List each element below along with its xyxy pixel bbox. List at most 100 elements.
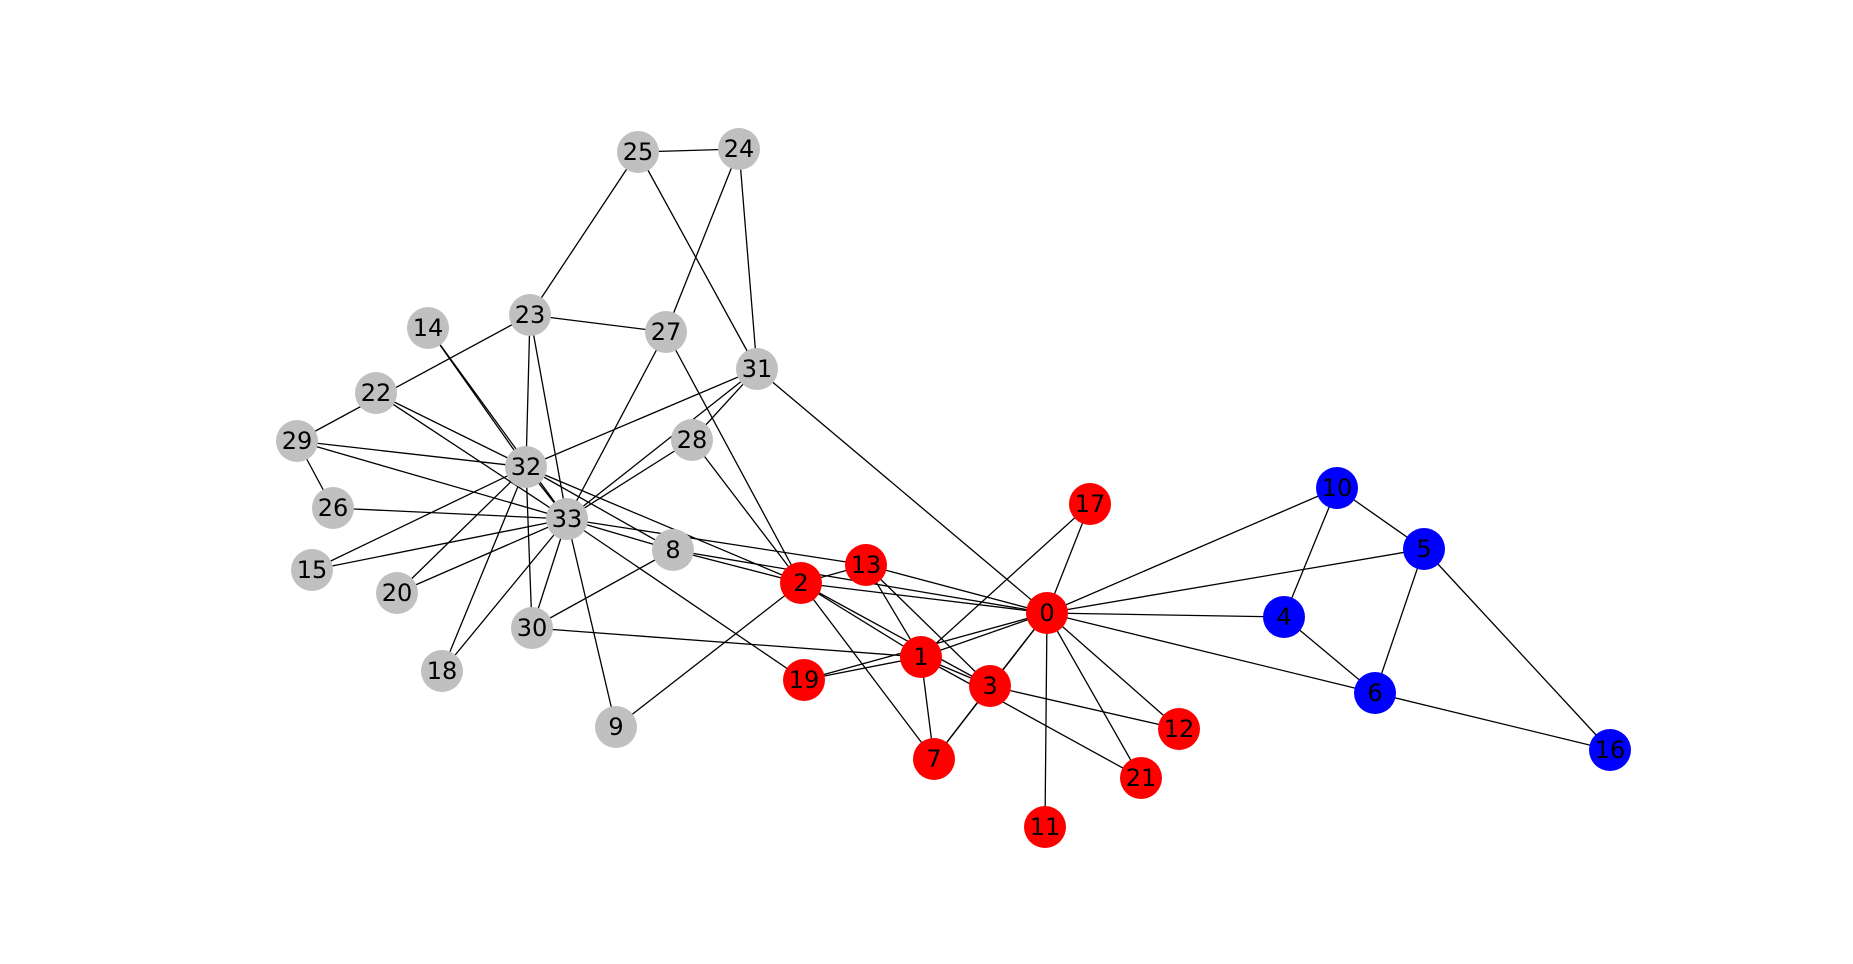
node-label-26: 26	[318, 494, 349, 522]
edge-26-33	[332, 507, 568, 520]
edge-1-21	[920, 656, 1142, 779]
edge-15-33	[311, 518, 568, 571]
edge-1-2	[800, 582, 922, 658]
node-21: 21	[1120, 757, 1162, 799]
node-27: 27	[645, 311, 687, 353]
node-1: 1	[900, 636, 942, 678]
edge-2-28	[691, 439, 802, 584]
node-label-3: 3	[982, 672, 997, 700]
node-30: 30	[511, 607, 553, 649]
node-circle-27	[645, 311, 687, 353]
node-label-12: 12	[1164, 715, 1195, 743]
node-29: 29	[276, 420, 318, 462]
edge-25-31	[637, 151, 758, 370]
node-circle-1	[900, 636, 942, 678]
node-4: 4	[1263, 596, 1305, 638]
node-0: 0	[1026, 592, 1068, 634]
node-circle-5	[1403, 528, 1445, 570]
edge-2-3	[800, 582, 991, 687]
node-15: 15	[291, 549, 333, 591]
node-circle-28	[671, 419, 713, 461]
node-17: 17	[1069, 483, 1111, 525]
node-33: 33	[546, 498, 588, 540]
node-label-6: 6	[1367, 679, 1382, 707]
node-label-13: 13	[851, 551, 882, 579]
node-circle-26	[312, 487, 354, 529]
node-circle-12	[1158, 708, 1200, 750]
node-circle-0	[1026, 592, 1068, 634]
node-label-31: 31	[742, 355, 773, 383]
node-circle-6	[1354, 672, 1396, 714]
node-circle-23	[509, 294, 551, 336]
node-label-32: 32	[511, 453, 542, 481]
node-circle-21	[1120, 757, 1162, 799]
node-24: 24	[718, 128, 760, 170]
node-circle-3	[969, 665, 1011, 707]
node-label-14: 14	[413, 314, 444, 342]
node-12: 12	[1158, 708, 1200, 750]
node-5: 5	[1403, 528, 1445, 570]
node-circle-30	[511, 607, 553, 649]
node-10: 10	[1316, 467, 1358, 509]
node-label-5: 5	[1416, 535, 1431, 563]
node-circle-19	[783, 659, 825, 701]
node-label-28: 28	[677, 426, 708, 454]
edge-0-11	[1044, 612, 1048, 828]
edge-29-33	[296, 440, 568, 520]
node-23: 23	[509, 294, 551, 336]
edge-20-33	[396, 518, 568, 594]
edge-31-32	[525, 368, 758, 468]
edge-13-33	[566, 518, 867, 566]
edge-20-32	[396, 466, 527, 594]
node-circle-32	[505, 446, 547, 488]
node-label-29: 29	[282, 427, 313, 455]
node-label-33: 33	[552, 505, 583, 533]
edge-3-12	[989, 685, 1180, 730]
edge-layer	[296, 148, 1611, 828]
node-label-2: 2	[793, 569, 808, 597]
node-18: 18	[421, 650, 463, 692]
edge-23-33	[529, 314, 568, 520]
edge-19-33	[566, 518, 805, 681]
node-label-30: 30	[517, 614, 548, 642]
node-circle-16	[1589, 729, 1631, 771]
edge-9-33	[566, 518, 617, 728]
node-28: 28	[671, 419, 713, 461]
edge-18-32	[441, 466, 527, 672]
edge-28-33	[566, 439, 693, 520]
node-14: 14	[407, 307, 449, 349]
node-label-18: 18	[427, 657, 458, 685]
node-circle-25	[617, 131, 659, 173]
node-label-23: 23	[515, 301, 546, 329]
node-label-10: 10	[1322, 474, 1353, 502]
node-label-0: 0	[1039, 599, 1054, 627]
node-circle-4	[1263, 596, 1305, 638]
edge-1-17	[920, 503, 1091, 658]
node-circle-15	[291, 549, 333, 591]
edge-18-33	[441, 518, 568, 672]
node-circle-9	[595, 706, 637, 748]
edge-22-32	[375, 392, 527, 468]
node-31: 31	[736, 348, 778, 390]
node-2: 2	[780, 562, 822, 604]
edge-8-30	[531, 549, 674, 629]
node-label-9: 9	[608, 713, 623, 741]
edge-3-13	[865, 564, 991, 687]
edge-2-8	[672, 549, 802, 584]
node-6: 6	[1354, 672, 1396, 714]
node-circle-13	[845, 544, 887, 586]
node-22: 22	[355, 372, 397, 414]
node-19: 19	[783, 659, 825, 701]
node-circle-7	[913, 738, 955, 780]
edge-2-7	[800, 582, 935, 760]
edge-0-5	[1046, 548, 1425, 614]
node-20: 20	[376, 572, 418, 614]
edge-24-27	[665, 148, 740, 333]
node-circle-33	[546, 498, 588, 540]
node-circle-14	[407, 307, 449, 349]
edge-23-32	[525, 314, 531, 468]
node-label-8: 8	[665, 536, 680, 564]
node-26: 26	[312, 487, 354, 529]
edge-31-33	[566, 368, 758, 520]
